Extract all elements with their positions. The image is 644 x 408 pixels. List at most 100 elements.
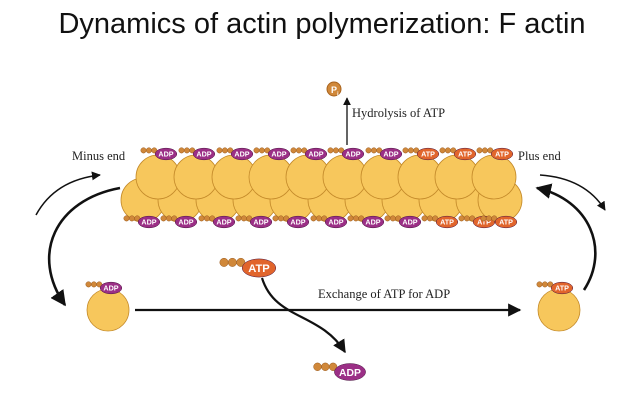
nucleotide-pill (230, 147, 254, 161)
filament-bottom-nucleotide-9: ATP (421, 215, 459, 229)
filament-bottom-nucleotide-3: ADP (198, 215, 236, 229)
filament-bottom-nucleotide-11: ATP (480, 215, 518, 229)
phosphate-bead (253, 147, 260, 154)
nucleotide-label: ATP (440, 218, 454, 227)
phosphate-bead (313, 362, 322, 371)
plus-end-label: Plus end (518, 149, 561, 163)
nucleotide-label: ATP (248, 263, 270, 275)
phosphate-bead (321, 362, 330, 371)
phosphate-bead (183, 147, 190, 154)
phosphate-bead (541, 281, 548, 288)
phosphate-bead (439, 147, 446, 154)
phosphate-bead (145, 147, 152, 154)
filament-top-nucleotide-9: ATP (439, 147, 477, 161)
phosphate-bead (272, 215, 279, 222)
nucleotide-pill (192, 147, 216, 161)
phosphate-bead (85, 281, 92, 288)
phosphate-bead (332, 147, 339, 154)
phosphate-bead (227, 257, 237, 267)
nucleotide-pill (453, 147, 477, 161)
filament-top-nucleotide-6: ADP (327, 147, 365, 161)
filament-bottom-nucleotide-8: ADP (384, 215, 422, 229)
filament-top-nucleotide-1: ADP (140, 147, 178, 161)
phosphate-bead (480, 215, 487, 222)
minus-end-release-arrow (35, 171, 101, 216)
phosphate-bead (235, 215, 242, 222)
phosphate-bead (90, 281, 97, 288)
phosphate-bead (277, 215, 284, 222)
phosphate-bead (352, 215, 359, 222)
actin-subunit-upper (173, 154, 219, 200)
nucleotide-label: ADP (271, 150, 286, 159)
nucleotide-label: ADP (345, 150, 360, 159)
phosphate-bead (463, 215, 470, 222)
nucleotide-pill (341, 147, 365, 161)
nucleotide-label: ATP (495, 150, 509, 159)
nucleotide-pill (286, 215, 310, 229)
nucleotide-pill (249, 215, 273, 229)
phosphate-subscript: i (337, 92, 339, 98)
filament-bottom-nucleotide-6: ADP (310, 215, 348, 229)
actin-subunit-upper (471, 154, 517, 200)
filament-bottom-nucleotide-1: ADP (123, 215, 161, 229)
phosphate-bead (221, 147, 228, 154)
nucleotide-label: ADP (365, 218, 380, 227)
nucleotide-label: ADP (196, 150, 211, 159)
phosphate-bead (219, 257, 229, 267)
minus-end-label: Minus end (72, 149, 126, 163)
nucleotide-label: ADP (383, 150, 398, 159)
phosphate-bead (536, 281, 543, 288)
nucleotide-pill (550, 281, 574, 295)
phosphate-bead (240, 215, 247, 222)
phosphate-bead (128, 215, 135, 222)
actin-subunit-upper (322, 154, 368, 200)
nucleotide-label: ADP (253, 218, 268, 227)
nucleotide-label: ADP (158, 150, 173, 159)
nucleotide-pill (416, 147, 440, 161)
phosphate-bead (384, 215, 391, 222)
nucleotide-label: ADP (216, 218, 231, 227)
actin-monomer (86, 288, 130, 332)
nucleotide-pill (174, 215, 198, 229)
phosphate-bead (426, 215, 433, 222)
phosphate-bead (160, 215, 167, 222)
phosphate-bead (178, 147, 185, 154)
nucleotide-label: ADP (308, 150, 323, 159)
exchange-label: Exchange of ATP for ADP (318, 287, 450, 301)
phosphate-bead (481, 147, 488, 154)
actin-monomer (537, 288, 581, 332)
phosphate-bead (370, 147, 377, 154)
nucleotide-pill (241, 258, 277, 278)
filament-top-nucleotide-8: ATP (402, 147, 440, 161)
phosphate-bead (444, 147, 451, 154)
phosphate-bead (421, 215, 428, 222)
nucleotide-label: ADP (290, 218, 305, 227)
phosphate-icon (326, 81, 342, 97)
phosphate-bead (310, 215, 317, 222)
phosphate-bead (123, 215, 130, 222)
nucleotide-pill (267, 147, 291, 161)
nucleotide-pill (324, 215, 348, 229)
nucleotide-pill (304, 147, 328, 161)
actin-filament: ADP ADP ADP ADP ADP ADP ADP ATP ATP ATP ADP ADP ADP A… (120, 147, 523, 229)
nucleotide-label: ATP (555, 284, 569, 293)
filament-top-nucleotide-3: ADP (216, 147, 254, 161)
nucleotide-pill (435, 215, 459, 229)
nucleotide-pill (137, 215, 161, 229)
nucleotide-pill (361, 215, 385, 229)
phosphate-bead (476, 147, 483, 154)
phosphate-bead (347, 215, 354, 222)
filament-top-nucleotide-4: ADP (253, 147, 291, 161)
nucleotide-pill (334, 363, 366, 381)
nucleotide-label: ATP (458, 150, 472, 159)
phosphate-bead (327, 147, 334, 154)
plus-end-addition-arrow (535, 183, 597, 291)
phosphate-bead (258, 147, 265, 154)
nucleotide-pill (99, 281, 123, 295)
filament-bottom-nucleotide-4: ADP (235, 215, 273, 229)
adp-release-arrow (260, 277, 346, 354)
phosphate-bead (198, 215, 205, 222)
nucleotide-label: ATP (421, 150, 435, 159)
nucleotide-label: ADP (103, 284, 118, 293)
phosphate-bead (365, 147, 372, 154)
